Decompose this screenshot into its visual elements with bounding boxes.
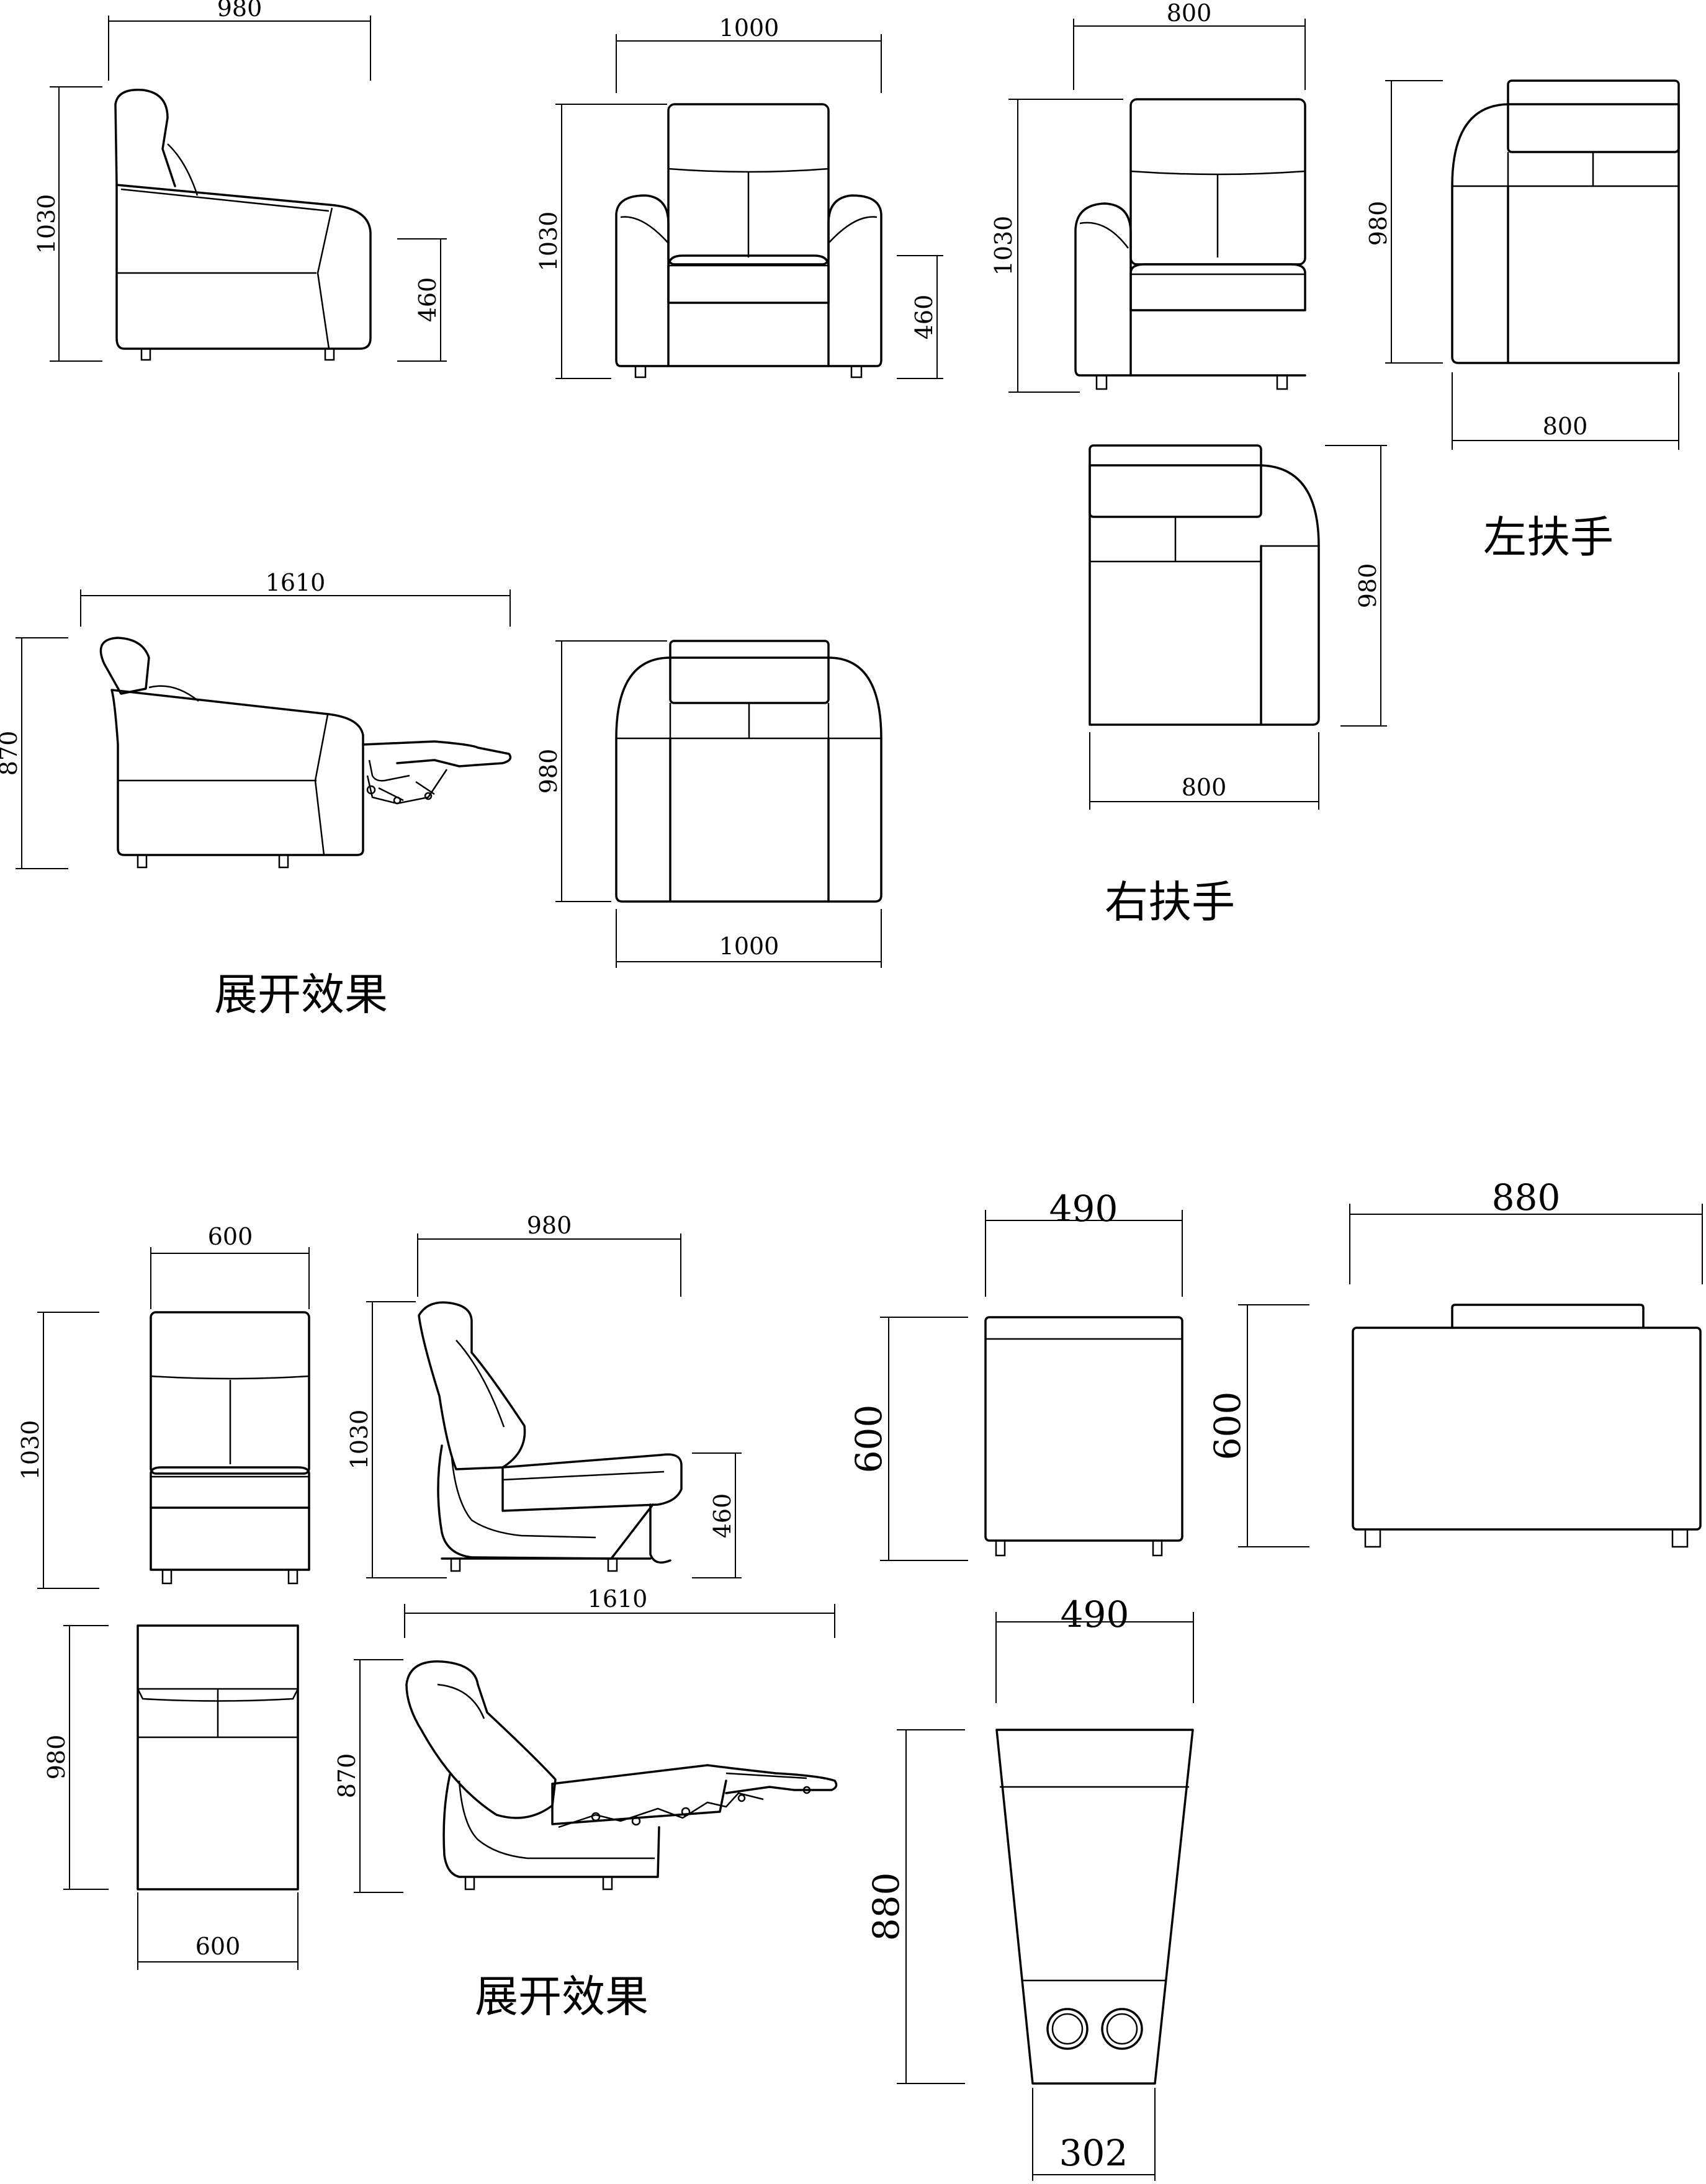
armless-side-depth-dim: 980: [417, 1212, 681, 1297]
left-arm-depth-label: 980: [1365, 201, 1392, 246]
extended-length-label: 1610: [266, 569, 326, 596]
side-view-outline: [114, 88, 372, 361]
plan-depth-label: 980: [535, 749, 562, 794]
armless-extended-height-dim: 870: [333, 1659, 403, 1893]
armless-extended-length-dim: 1610: [404, 1585, 835, 1638]
right-arm-depth-dim: 980: [1325, 445, 1387, 727]
right-arm-width-label: 800: [1182, 774, 1227, 801]
armless-plan-width-dim: 600: [137, 1892, 299, 1970]
armless-side-outline: [418, 1301, 683, 1572]
armless-side-height-label: 1030: [346, 1410, 373, 1470]
console-length-dim: 880: [865, 1729, 965, 2084]
right-arm-caption: 右扶手: [1105, 877, 1235, 928]
side-view-seat-dim: 460: [397, 238, 447, 362]
ottoman-front-outline: [984, 1316, 1183, 1557]
front-view-width-dim: 1000: [616, 14, 882, 93]
armless-side-seat-dim: 460: [692, 1452, 742, 1578]
plan-width-label: 1000: [719, 933, 779, 960]
corner-front-height-dim: 1030: [990, 99, 1123, 393]
ottoman-side-height-label: 600: [1206, 1392, 1249, 1461]
console-bottom-width-label: 302: [1059, 2132, 1128, 2174]
ottoman-side-view: 880 600: [1206, 1176, 1703, 1548]
right-arm-width-dim: 800: [1089, 732, 1319, 810]
console-top-width-label: 490: [1061, 1593, 1129, 1636]
extended-height-dim: 870: [0, 637, 68, 869]
armless-plan-outline: [137, 1624, 299, 1891]
ottoman-front-width-dim: 490: [985, 1188, 1183, 1297]
armless-front-view: 600 1030: [17, 1223, 310, 1589]
side-view: 980 1030 460: [33, 0, 447, 362]
armless-side-seat-label: 460: [709, 1493, 736, 1539]
side-view-width-label: 980: [217, 0, 263, 22]
side-view-seat-label: 460: [414, 277, 441, 323]
corner-front-height-label: 1030: [990, 216, 1017, 276]
armless-extended-length-label: 1610: [588, 1585, 648, 1613]
armless-plan-depth-label: 980: [43, 1735, 70, 1780]
front-view-seat-label: 460: [910, 295, 938, 340]
extended-length-dim: 1610: [80, 569, 511, 627]
left-arm-width-dim: 800: [1452, 372, 1679, 450]
ottoman-front-width-label: 490: [1049, 1188, 1118, 1230]
armless-side-height-dim: 1030: [346, 1301, 447, 1578]
armless-plan-depth-dim: 980: [43, 1625, 109, 1890]
ottoman-side-width-dim: 880: [1349, 1176, 1703, 1284]
right-arm-outline: [1089, 444, 1320, 726]
plan-view: 980 1000: [535, 640, 882, 968]
front-view-height-label: 1030: [535, 212, 562, 272]
console-top-width-dim: 490: [995, 1593, 1194, 1703]
armless-extended-outline: [405, 1660, 838, 1891]
left-arm-outline: [1451, 79, 1680, 364]
corner-front-view: 800 1030: [990, 0, 1306, 393]
plan-depth-dim: 980: [535, 640, 667, 902]
ottoman-side-outline: [1352, 1304, 1702, 1548]
armless-extended-height-label: 870: [333, 1753, 361, 1799]
armless-plan-width-label: 600: [195, 1933, 241, 1960]
ottoman-side-height-dim: 600: [1206, 1304, 1309, 1547]
console-outline: [995, 1729, 1194, 2085]
armless-side-depth-label: 980: [527, 1212, 572, 1239]
plan-width-dim: 1000: [616, 909, 882, 968]
left-arm-depth-dim: 980: [1365, 80, 1443, 364]
side-view-height-dim: 1030: [33, 86, 102, 362]
corner-front-outline: [1074, 98, 1306, 390]
front-view-width-label: 1000: [719, 14, 779, 42]
armless-front-height-label: 1030: [17, 1420, 44, 1480]
console-bottom-width-dim: 302: [1032, 2088, 1156, 2181]
armless-plan-view: 980 600: [43, 1624, 299, 1970]
console-length-label: 880: [865, 1873, 907, 1941]
extended-caption: 展开效果: [214, 969, 388, 1020]
side-view-height-label: 1030: [33, 194, 60, 254]
front-view-height-dim: 1030: [535, 104, 667, 379]
right-arm-plan: 980 800 右扶手: [1089, 444, 1387, 928]
corner-front-width-dim: 800: [1073, 0, 1306, 90]
left-arm-caption: 左扶手: [1483, 512, 1614, 563]
armless-extended-caption: 展开效果: [475, 1971, 649, 2022]
side-view-width-dim: 980: [108, 0, 371, 81]
armless-front-width-dim: 600: [150, 1223, 310, 1309]
armless-front-width-label: 600: [208, 1223, 253, 1250]
armless-front-height-dim: 1030: [17, 1312, 99, 1589]
ottoman-front-view: 490 600: [848, 1188, 1183, 1561]
ottoman-side-width-label: 880: [1492, 1176, 1561, 1219]
cup-holder-icon: [1101, 2008, 1143, 2050]
cup-holder-icon: [1046, 2008, 1089, 2050]
front-view: 1000 1030 460: [535, 14, 943, 379]
armless-side-view: 980 1030 460: [346, 1212, 742, 1578]
armless-extended-view: 1610 870 展开效果: [333, 1585, 838, 2022]
extended-side-view: 1610 870 展开效果: [0, 569, 512, 1020]
armless-front-outline: [150, 1311, 310, 1585]
extended-height-label: 870: [0, 731, 22, 776]
ottoman-front-height-dim: 600: [848, 1317, 968, 1561]
ottoman-front-height-label: 600: [848, 1405, 890, 1474]
console-plan-view: 490 880 302: [865, 1593, 1194, 2181]
front-view-seat-dim: 460: [897, 255, 943, 379]
left-arm-plan: 980 800 左扶手: [1365, 79, 1680, 563]
front-view-outline: [615, 103, 882, 378]
plan-outline: [615, 640, 882, 903]
left-arm-width-label: 800: [1543, 413, 1588, 440]
corner-front-width-label: 800: [1167, 0, 1212, 27]
right-arm-depth-label: 980: [1354, 563, 1381, 609]
extended-outline: [99, 637, 512, 869]
